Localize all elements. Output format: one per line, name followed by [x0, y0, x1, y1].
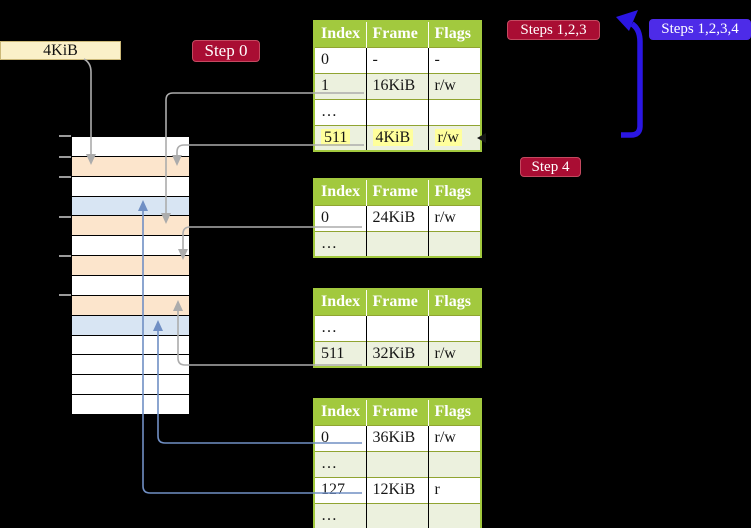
memory-row-peach [72, 256, 189, 277]
steps-loop-arrowhead [616, 10, 638, 31]
badge-steps-1234: Steps 1,2,3,4 [649, 19, 751, 40]
column-header-index: Index [314, 399, 367, 425]
table-row: 127 12KiB r [314, 476, 481, 503]
table-row: … [314, 314, 481, 341]
memory-row-peach [72, 295, 189, 316]
memory-row-white [72, 335, 189, 356]
cell-flags: r/w [428, 340, 481, 367]
column-header-flags: Flags [428, 289, 481, 315]
badge-steps-123: Steps 1,2,3 [507, 20, 600, 40]
cell-frame: 12KiB [366, 476, 429, 503]
page-table-4: Index Frame Flags 0 36KiB r/w … 127 12Ki… [313, 398, 482, 528]
cell-index: 127 [314, 476, 367, 503]
cell-flags: r/w [428, 204, 481, 231]
column-header-flags: Flags [428, 21, 481, 47]
column-header-flags: Flags [428, 399, 481, 425]
steps-loop-arrow [621, 21, 643, 138]
table-header-row: Index Frame Flags [314, 289, 481, 315]
cell-index: 0 [314, 46, 367, 73]
table-row: 1 16KiB r/w [314, 72, 481, 99]
cell-index: 511 [314, 340, 367, 367]
cell-frame: 24KiB [366, 204, 429, 231]
cell-index: 0 [314, 424, 367, 451]
cell-frame [366, 450, 429, 477]
cell-flags [428, 230, 481, 257]
memory-row-white [72, 176, 189, 197]
memory-row-white [72, 276, 189, 296]
table-row: … [314, 450, 481, 477]
table-header-row: Index Frame Flags [314, 21, 481, 47]
cell-frame: 16KiB [366, 72, 429, 99]
cell-flags: - [428, 46, 481, 73]
page-table-2: Index Frame Flags 0 24KiB r/w … [313, 178, 482, 258]
table-row: 0 - - [314, 46, 481, 73]
cell-frame: 36KiB [366, 424, 429, 451]
table-row-highlighted: 511 4KiB r/w [314, 124, 481, 151]
badge-step-4: Step 4 [520, 157, 581, 177]
cell-frame: 32KiB [366, 340, 429, 367]
memory-row-white [72, 395, 189, 415]
cell-flags [428, 98, 481, 125]
cell-frame: - [366, 46, 429, 73]
cell-frame: 4KiB [366, 124, 429, 151]
column-header-frame: Frame [366, 289, 429, 315]
memory-row-white [72, 236, 189, 257]
cell-flags: r/w [428, 424, 481, 451]
memory-row-peach [72, 216, 189, 237]
cell-index: 1 [314, 72, 367, 99]
table-row: … [314, 98, 481, 125]
column-header-frame: Frame [366, 179, 429, 205]
badge-step-0: Step 0 [192, 40, 260, 62]
highlight-span: r/w [434, 128, 462, 146]
memory-ticks [59, 135, 71, 296]
cell-flags [428, 450, 481, 477]
table-header-row: Index Frame Flags [314, 179, 481, 205]
cell-index: 511 [314, 124, 367, 151]
cell-frame [366, 230, 429, 257]
memory-row-peach [72, 156, 189, 177]
page-table-3: Index Frame Flags … 511 32KiB r/w [313, 288, 482, 368]
column-header-index: Index [314, 21, 367, 47]
page-table-1: Index Frame Flags 0 - - 1 16KiB r/w … [313, 20, 482, 152]
table-row: 511 32KiB r/w [314, 340, 481, 367]
column-header-frame: Frame [366, 21, 429, 47]
table-row: 0 24KiB r/w [314, 204, 481, 231]
cell-flags [428, 314, 481, 341]
cell-index: … [314, 502, 367, 528]
cell-index: … [314, 98, 367, 125]
cell-flags: r/w [428, 72, 481, 99]
memory-row-blue [72, 196, 189, 217]
cell-frame [366, 98, 429, 125]
column-header-frame: Frame [366, 399, 429, 425]
cell-index: … [314, 314, 367, 341]
memory-row-white [72, 355, 189, 376]
cell-index: 0 [314, 204, 367, 231]
table-row: … [314, 502, 481, 528]
table-row: … [314, 230, 481, 257]
column-header-flags: Flags [428, 179, 481, 205]
cell-frame [366, 502, 429, 528]
column-header-index: Index [314, 179, 367, 205]
highlight-span: 511 [321, 128, 351, 146]
memory-column [71, 136, 190, 415]
column-header-index: Index [314, 289, 367, 315]
highlight-span: 4KiB [372, 128, 414, 146]
table-row: 0 36KiB r/w [314, 424, 481, 451]
cell-index: … [314, 450, 367, 477]
memory-row-white [72, 375, 189, 396]
memory-row-blue [72, 315, 189, 336]
cell-index: … [314, 230, 367, 257]
cell-flags: r/w [428, 124, 481, 151]
cell-flags: r [428, 476, 481, 503]
cell-frame [366, 314, 429, 341]
page-size-label: 4KiB [0, 41, 121, 60]
table-header-row: Index Frame Flags [314, 399, 481, 425]
memory-row-white [72, 137, 189, 157]
cell-flags [428, 502, 481, 528]
